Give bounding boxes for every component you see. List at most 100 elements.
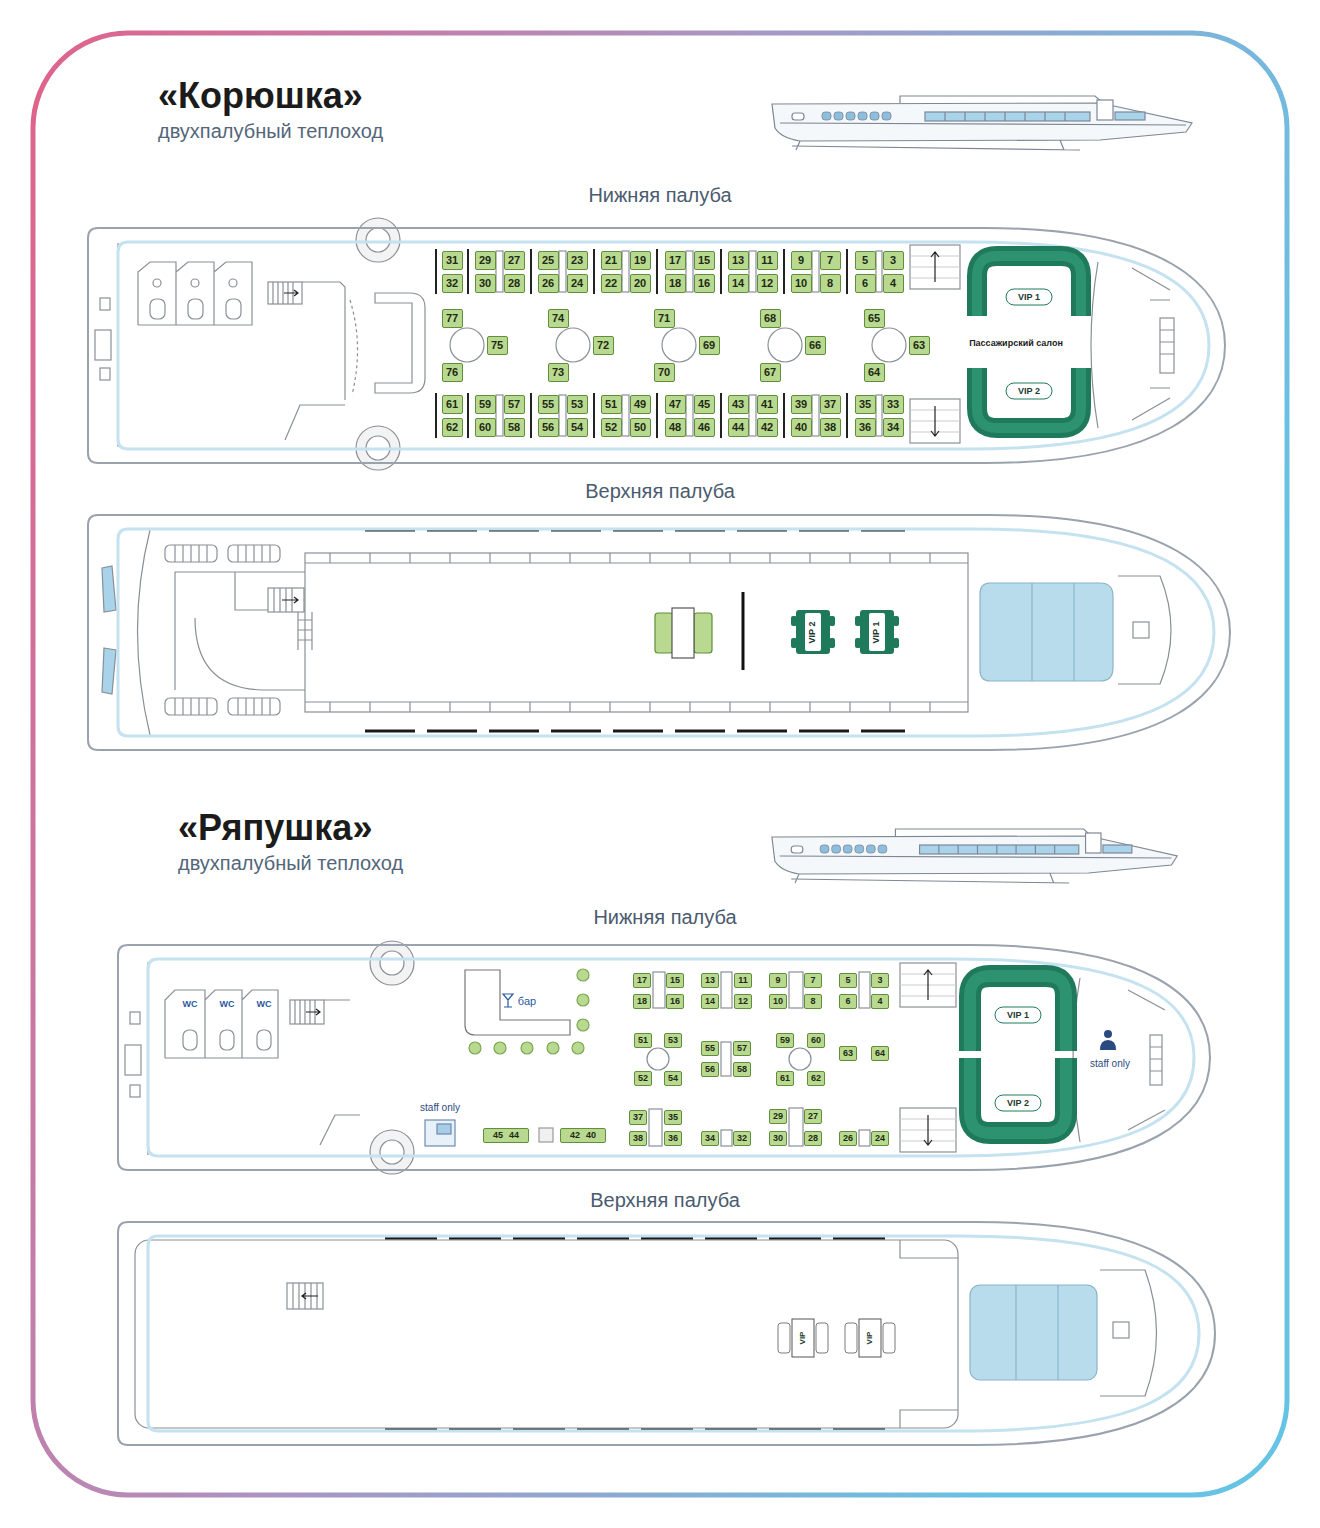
seat-number: 11 bbox=[738, 976, 748, 985]
lower-deck-details bbox=[859, 972, 870, 1008]
upper-deck-details bbox=[365, 730, 905, 733]
ship-name-holder: «Ряпушка» bbox=[178, 806, 372, 849]
seat-number: 4 bbox=[877, 997, 882, 1006]
lower-deck-details bbox=[302, 282, 345, 400]
lower-deck-details bbox=[1100, 1040, 1116, 1050]
lower-deck-details bbox=[572, 1042, 584, 1054]
vip-booth: VIP 1 bbox=[965, 244, 1093, 316]
seat: 66 bbox=[805, 336, 826, 355]
seat: 36 bbox=[855, 418, 876, 437]
lower-deck-details bbox=[556, 328, 590, 362]
seat-number: 13 bbox=[732, 255, 744, 266]
seat-number: 14 bbox=[705, 997, 715, 1006]
lower-deck-details bbox=[876, 395, 882, 436]
seat: 18 bbox=[633, 994, 651, 1009]
lower-deck-details bbox=[380, 951, 404, 975]
seat-number: 17 bbox=[669, 255, 681, 266]
seat-number: 4 bbox=[890, 278, 896, 289]
upper-deck-details bbox=[330, 702, 930, 712]
vip-sofa bbox=[977, 368, 1081, 428]
upper-deck-details bbox=[672, 608, 694, 658]
seat: 62 bbox=[442, 418, 463, 437]
seat: 9 bbox=[769, 973, 787, 988]
seat: 43 bbox=[728, 395, 749, 414]
seat-number: 20 bbox=[634, 278, 646, 289]
seat: 17 bbox=[633, 973, 651, 988]
seat-number: 37 bbox=[633, 1113, 643, 1122]
staff-label-holder: staff only bbox=[420, 1102, 460, 1114]
seat: 61 bbox=[442, 395, 463, 414]
ship-side-view bbox=[870, 112, 879, 120]
seat: 57 bbox=[733, 1041, 751, 1056]
seat: 51 bbox=[634, 1033, 652, 1048]
seat-number: 64 bbox=[868, 367, 880, 378]
seat-number: 19 bbox=[634, 255, 646, 266]
wc-label: WC bbox=[183, 999, 198, 1010]
lower-deck-details bbox=[306, 1009, 320, 1015]
seat-number: 63 bbox=[843, 1049, 853, 1058]
hull-outline bbox=[80, 476, 1240, 758]
seat-number: 47 bbox=[669, 399, 681, 410]
lower-deck-details bbox=[686, 251, 693, 292]
seat-number: 8 bbox=[810, 997, 815, 1006]
seat: 4 bbox=[883, 274, 904, 293]
lower-deck-details bbox=[521, 1042, 533, 1054]
seat-number: 10 bbox=[795, 278, 807, 289]
seat-number: 36 bbox=[859, 422, 871, 433]
seat: 21 bbox=[601, 251, 622, 270]
upper-deck-details bbox=[102, 566, 116, 694]
seat: 10 bbox=[791, 274, 812, 293]
seat: 9 bbox=[791, 251, 812, 270]
lower-deck-details bbox=[622, 395, 629, 436]
seat-number: 55 bbox=[705, 1044, 715, 1053]
ship-side-view bbox=[900, 96, 1103, 103]
lower-deck-details bbox=[285, 405, 345, 440]
lower-deck-details bbox=[95, 330, 111, 360]
seat: 26 bbox=[538, 274, 559, 293]
seat: 5 bbox=[855, 251, 876, 270]
vip-table: VIP 2 bbox=[788, 609, 838, 655]
seat: 16 bbox=[694, 274, 715, 293]
seat-number: 55 bbox=[542, 399, 554, 410]
lower-deck-details bbox=[125, 941, 1165, 1174]
hull-outline bbox=[88, 515, 1230, 750]
seat-number: 28 bbox=[808, 1134, 818, 1143]
deck-heading: Нижняя палуба bbox=[110, 905, 1220, 929]
lower-deck-details bbox=[130, 1012, 140, 1024]
deck-heading: Верхняя палуба bbox=[80, 479, 1240, 503]
wc-label: WC bbox=[257, 999, 272, 1010]
seat-number: 33 bbox=[887, 399, 899, 410]
lower-deck-details bbox=[138, 262, 252, 325]
lower-deck-details bbox=[100, 368, 110, 380]
seat-number: 35 bbox=[859, 399, 871, 410]
seat-number: 3 bbox=[877, 976, 882, 985]
lower-deck-details bbox=[469, 1042, 481, 1054]
ship-name-holder: «Корюшка» bbox=[158, 74, 363, 117]
seat: 39 bbox=[791, 395, 812, 414]
lower-deck-details bbox=[577, 969, 589, 981]
bar-label-holder: бар bbox=[518, 995, 536, 1008]
seat: 61 bbox=[776, 1071, 794, 1086]
vip-table bbox=[859, 1319, 881, 1357]
lower-deck-details bbox=[749, 395, 756, 436]
seat: 14 bbox=[701, 994, 719, 1009]
seat: 64 bbox=[871, 1046, 889, 1061]
vip-booth-shape bbox=[965, 368, 1093, 440]
upper-deck-details bbox=[305, 553, 968, 712]
vip-table: VIP bbox=[776, 1318, 830, 1358]
lower-deck-details bbox=[370, 1130, 414, 1174]
vip-label: VIP bbox=[866, 1332, 874, 1345]
lower-deck-details bbox=[872, 328, 906, 362]
seat-number: 18 bbox=[669, 278, 681, 289]
seat: 77 bbox=[442, 309, 463, 328]
lower-deck-details bbox=[320, 1000, 360, 1145]
seat: 55 bbox=[538, 395, 559, 414]
seat-number: 37 bbox=[824, 399, 836, 410]
seat-number: 42 bbox=[570, 1131, 580, 1140]
upper-deck-details bbox=[1118, 576, 1171, 684]
seat: 16 bbox=[666, 994, 684, 1009]
lower-deck-details bbox=[876, 251, 882, 292]
deck-heading: Верхняя палуба bbox=[110, 1188, 1220, 1212]
upper-deck-details bbox=[138, 530, 151, 735]
seat-number: 65 bbox=[868, 313, 880, 324]
